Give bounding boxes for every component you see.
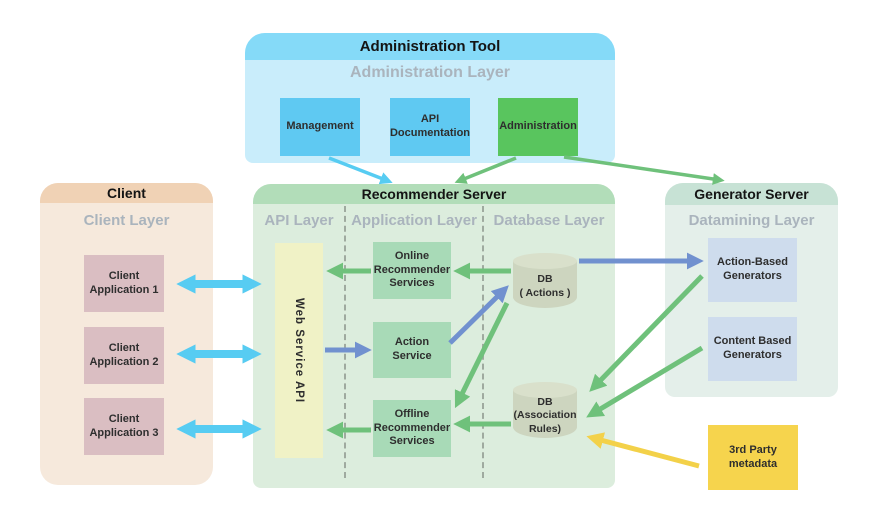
online-recommender-node: Online Recommender Services bbox=[373, 242, 451, 299]
datamining-layer-label: Datamining Layer bbox=[688, 212, 815, 229]
generator-title: Generator Server bbox=[694, 186, 809, 202]
layer-divider-2 bbox=[482, 206, 484, 478]
client-title: Client bbox=[107, 185, 146, 201]
admin-tool-title: Administration Tool bbox=[359, 38, 501, 55]
generator-header: Generator Server bbox=[665, 183, 838, 205]
content-based-generators-node: Content Based Generators bbox=[708, 317, 797, 381]
db-association-cylinder: DB (Association Rules) bbox=[513, 382, 577, 438]
api-layer-label: API Layer bbox=[264, 212, 334, 229]
client-app-3-node: Client Application 3 bbox=[84, 398, 164, 455]
admin-layer-label: Administration Layer bbox=[349, 64, 511, 81]
client-header: Client bbox=[40, 183, 213, 203]
management-node: Management bbox=[280, 98, 360, 156]
recommender-header: Recommender Server bbox=[253, 184, 615, 204]
api-documentation-node: API Documentation bbox=[390, 98, 470, 156]
action-based-generators-node: Action-Based Generators bbox=[708, 238, 797, 302]
recommender-title: Recommender Server bbox=[361, 186, 507, 202]
client-app-1-node: Client Application 1 bbox=[84, 255, 164, 312]
third-party-metadata-node: 3rd Party metadata bbox=[708, 425, 798, 490]
admin-tool-header: Administration Tool bbox=[245, 33, 615, 60]
client-app-2-node: Client Application 2 bbox=[84, 327, 164, 384]
db-actions-cylinder: DB ( Actions ) bbox=[513, 253, 577, 308]
client-layer-label: Client Layer bbox=[83, 212, 170, 229]
db-association-label: DB (Association Rules) bbox=[513, 396, 577, 435]
layer-divider-1 bbox=[344, 206, 346, 478]
administration-node: Administration bbox=[498, 98, 578, 156]
action-service-node: Action Service bbox=[373, 322, 451, 378]
application-layer-label: Application Layer bbox=[351, 212, 477, 229]
offline-recommender-node: Offline Recommender Services bbox=[373, 400, 451, 457]
db-actions-label: DB ( Actions ) bbox=[519, 273, 571, 299]
database-layer-label: Database Layer bbox=[493, 212, 605, 229]
web-service-api-label: Web Service API bbox=[293, 297, 306, 404]
web-service-api-node: Web Service API bbox=[275, 243, 323, 458]
